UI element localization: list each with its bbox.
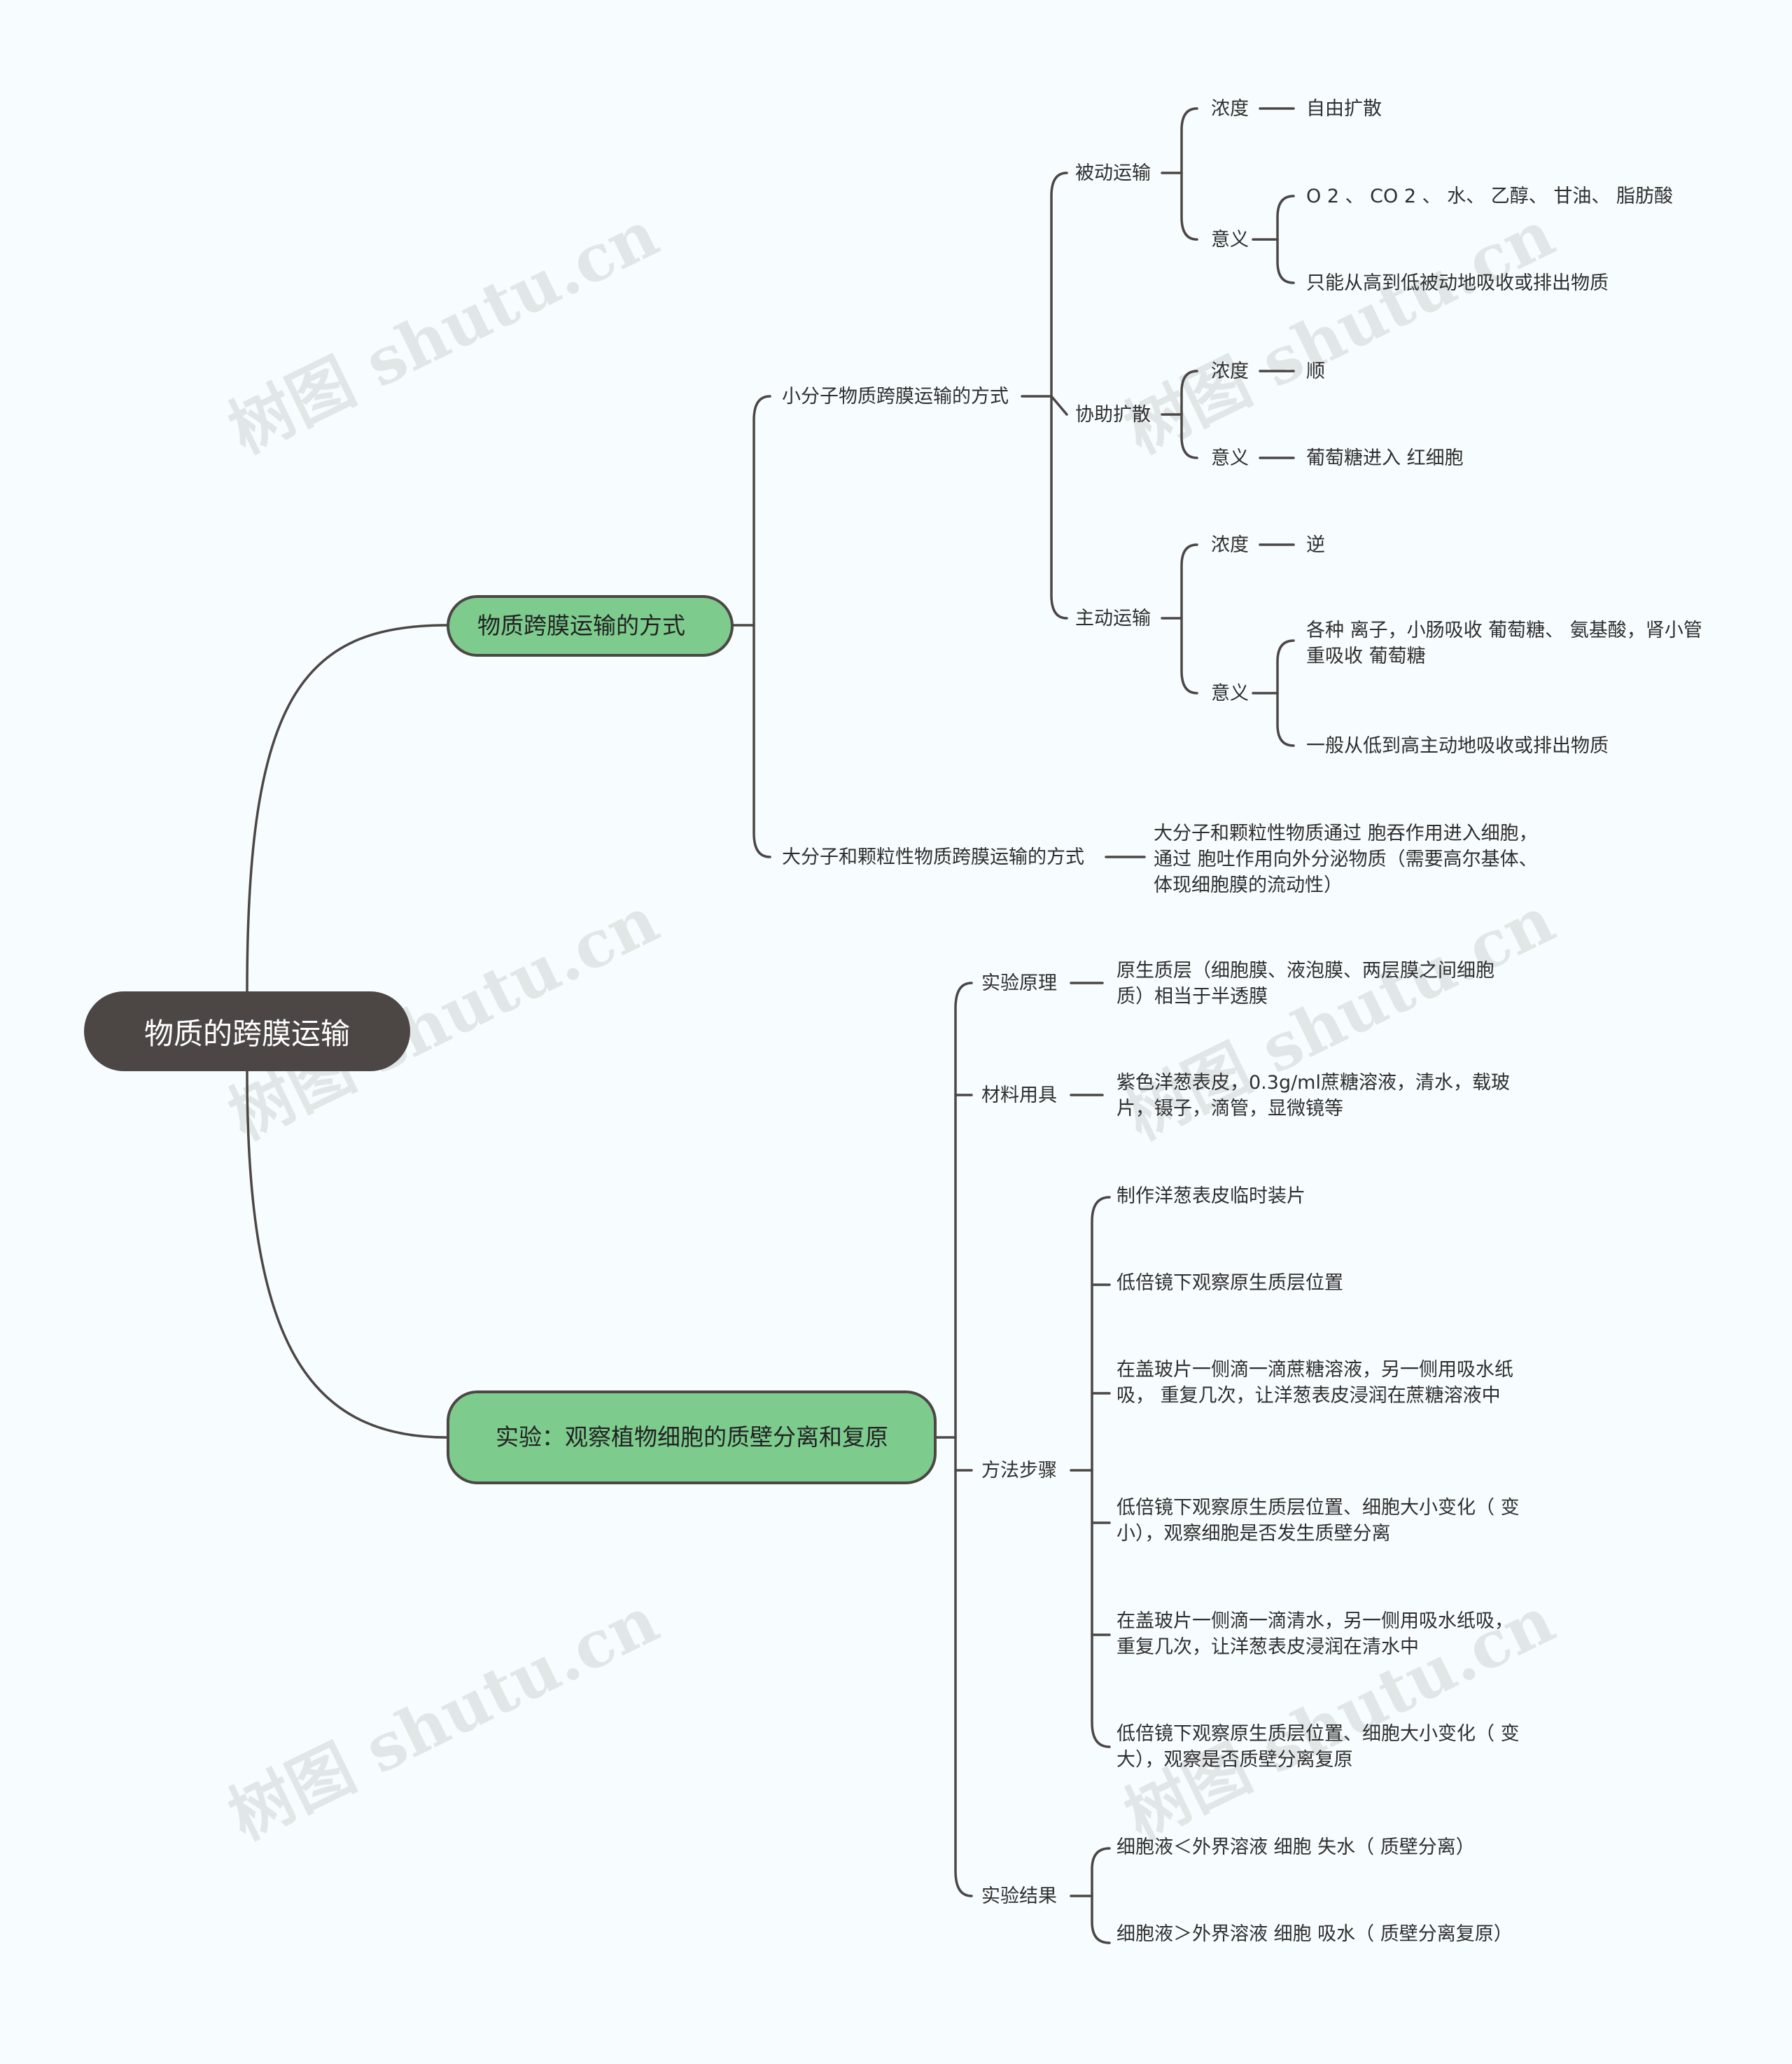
step-item: 低倍镜下观察原生质层位置 <box>1116 1272 1343 1294</box>
node-large-molecule[interactable]: 大分子和颗粒性物质跨膜运输的方式 <box>782 846 1084 868</box>
node-free-diffusion: 自由扩散 <box>1306 98 1382 120</box>
node-active-examples: 各种 离子，小肠吸收 葡萄糖、 氨基酸，肾小管重吸收 葡萄糖 <box>1306 620 1702 667</box>
node-large-molecule-desc: 大分子和颗粒性物质通过 胞吞作用进入细胞，通过 胞吐作用向外分泌物质（需要高尔基… <box>1154 823 1538 896</box>
node-small-molecule[interactable]: 小分子物质跨膜运输的方式 <box>782 386 1009 407</box>
node-concentration[interactable]: 浓度 <box>1211 98 1249 120</box>
node-steps[interactable]: 方法步骤 <box>981 1460 1057 1481</box>
node-facilitated-direction: 顺 <box>1306 361 1325 382</box>
step-item: 低倍镜下观察原生质层位置、细胞大小变化（ 变小），观察细胞是否发生质壁分离 <box>1116 1497 1520 1544</box>
node-meaning[interactable]: 意义 <box>1211 447 1249 469</box>
node-facilitated-diffusion[interactable]: 协助扩散 <box>1075 404 1151 426</box>
node-passive-substances: O 2 、 CO 2 、 水、 乙醇、 甘油、 脂肪酸 <box>1306 186 1673 207</box>
node-concentration[interactable]: 浓度 <box>1211 534 1249 556</box>
node-meaning[interactable]: 意义 <box>1211 229 1249 251</box>
node-facilitated-example: 葡萄糖进入 红细胞 <box>1306 447 1464 469</box>
node-principle-desc: 原生质层（细胞膜、液泡膜、两层膜之间细胞质）相当于半透膜 <box>1116 960 1494 1007</box>
step-item: 在盖玻片一侧滴一滴蔗糖溶液，另一侧用吸水纸吸， 重复几次，让洋葱表皮浸润在蔗糖溶… <box>1116 1359 1513 1407</box>
branch-plasmolysis-experiment[interactable]: 实验：观察植物细胞的质壁分离和复原 <box>447 1390 937 1484</box>
node-results[interactable]: 实验结果 <box>981 1885 1057 1907</box>
node-materials-desc: 紫色洋葱表皮，0.3g/ml蔗糖溶液，清水，载玻片，镊子，滴管，显微镜等 <box>1116 1072 1510 1120</box>
node-materials[interactable]: 材料用具 <box>981 1085 1057 1106</box>
node-concentration[interactable]: 浓度 <box>1211 361 1249 382</box>
step-item: 低倍镜下观察原生质层位置、细胞大小变化（ 变大），观察是否质壁分离复原 <box>1116 1723 1520 1771</box>
result-item: 细胞液＞外界溶液 细胞 吸水（ 质壁分离复原） <box>1116 1923 1513 1945</box>
node-meaning[interactable]: 意义 <box>1211 683 1249 704</box>
node-active-direction: 逆 <box>1306 534 1325 556</box>
node-passive-direction: 只能从高到低被动地吸收或排出物质 <box>1306 272 1609 294</box>
node-passive-transport[interactable]: 被动运输 <box>1075 162 1151 184</box>
node-principle[interactable]: 实验原理 <box>981 972 1057 994</box>
result-item: 细胞液＜外界溶液 细胞 失水（ 质壁分离） <box>1116 1836 1475 1858</box>
node-active-transport[interactable]: 主动运输 <box>1075 608 1151 629</box>
step-item: 制作洋葱表皮临时装片 <box>1116 1185 1306 1207</box>
root-node[interactable]: 物质的跨膜运输 <box>84 991 410 1071</box>
node-active-direction-desc: 一般从低到高主动地吸收或排出物质 <box>1306 735 1609 757</box>
step-item: 在盖玻片一侧滴一滴清水，另一侧用吸水纸吸， 重复几次，让洋葱表皮浸润在清水中 <box>1116 1610 1513 1658</box>
branch-transport-methods[interactable]: 物质跨膜运输的方式 <box>447 595 734 657</box>
